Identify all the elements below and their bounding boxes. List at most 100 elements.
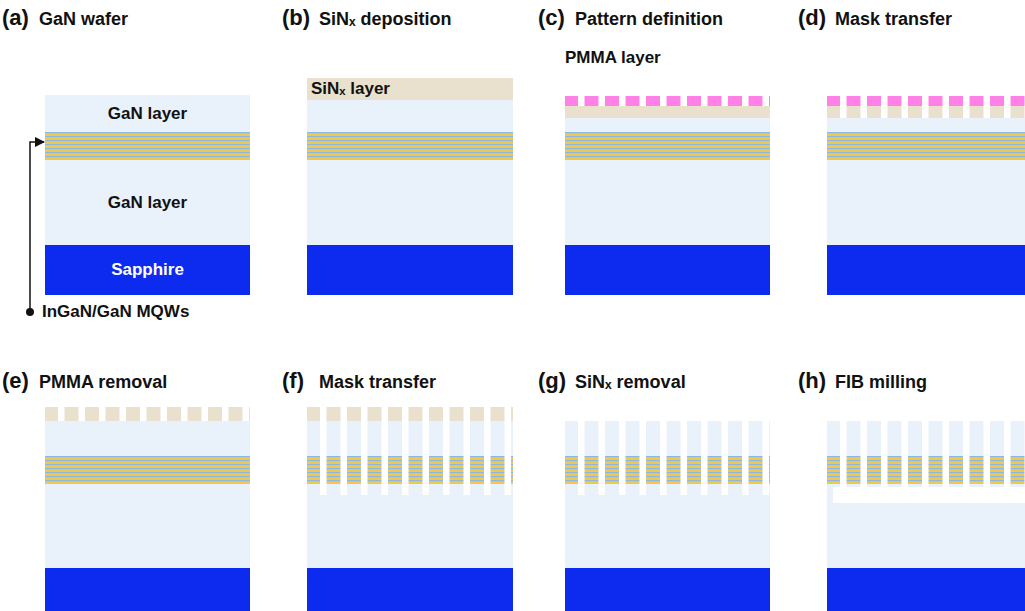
sapphire-substrate bbox=[827, 568, 1025, 611]
layer-label: GaN layer bbox=[108, 193, 187, 213]
sapphire-substrate: Sapphire bbox=[45, 245, 250, 295]
fib-undercut bbox=[833, 487, 1025, 503]
panel-title: Mask transfer bbox=[835, 9, 952, 30]
etched-gap bbox=[840, 421, 847, 495]
layer-label: Sapphire bbox=[111, 260, 184, 280]
etched-gap bbox=[161, 407, 168, 421]
mqw-stack bbox=[565, 456, 770, 484]
panel-letter: (g) bbox=[538, 368, 566, 393]
layer-callout: InGaN/GaN MQWs bbox=[42, 302, 189, 322]
gan-layer bbox=[45, 421, 250, 456]
mqw-stack bbox=[827, 132, 1025, 160]
etched-gap bbox=[505, 407, 512, 495]
gan-layer bbox=[45, 484, 250, 568]
panel-title: Mask transfer bbox=[319, 372, 436, 393]
pmma-gap bbox=[578, 96, 585, 106]
etched-gap bbox=[578, 421, 585, 495]
gan-layer bbox=[565, 484, 770, 568]
etched-gap bbox=[681, 421, 688, 495]
layer-callout: PMMA layer bbox=[565, 48, 661, 68]
gan-layer bbox=[827, 484, 1025, 568]
etched-gap bbox=[599, 421, 606, 495]
pmma-gap bbox=[763, 96, 770, 106]
sapphire-substrate bbox=[45, 568, 250, 611]
etched-gap bbox=[984, 421, 991, 495]
etched-gap bbox=[984, 96, 991, 118]
etched-gap bbox=[881, 421, 888, 495]
etched-gap bbox=[861, 421, 868, 495]
etched-gap bbox=[660, 421, 667, 495]
sapphire-substrate bbox=[307, 568, 513, 611]
etched-gap bbox=[881, 96, 888, 118]
etched-gap bbox=[640, 421, 647, 495]
etched-gap bbox=[922, 421, 929, 495]
etched-gap bbox=[701, 421, 708, 495]
etched-gap bbox=[722, 421, 729, 495]
leader-line bbox=[30, 142, 44, 312]
pmma-gap bbox=[619, 96, 626, 106]
pmma-gap bbox=[660, 96, 667, 106]
etched-gap bbox=[382, 407, 389, 495]
etched-gap bbox=[464, 407, 471, 495]
etched-gap bbox=[222, 407, 229, 421]
etched-gap bbox=[243, 407, 250, 421]
etched-gap bbox=[361, 407, 368, 495]
etched-gap bbox=[484, 407, 491, 495]
panel-letter: (a) bbox=[2, 5, 29, 30]
panel-letter: (e) bbox=[2, 368, 29, 393]
panel-title: SiNₓ deposition bbox=[319, 9, 452, 30]
panel-title: GaN wafer bbox=[39, 9, 128, 30]
mqw-stack bbox=[307, 132, 513, 160]
pmma-layer bbox=[565, 96, 770, 106]
layer-label: GaN layer bbox=[108, 104, 187, 124]
mqw-stack bbox=[565, 132, 770, 160]
etched-gap bbox=[140, 407, 147, 421]
etched-gap bbox=[963, 421, 970, 495]
gan-layer bbox=[307, 421, 513, 456]
panel-letter: (d) bbox=[798, 5, 826, 30]
sapphire-substrate bbox=[307, 245, 513, 295]
panel-title: FIB milling bbox=[835, 372, 927, 393]
etched-gap bbox=[181, 407, 188, 421]
etched-gap bbox=[943, 421, 950, 495]
etched-gap bbox=[443, 407, 450, 495]
etched-gap bbox=[963, 96, 970, 118]
etched-gap bbox=[99, 407, 106, 421]
sinx-layer: SiNₓ layer bbox=[307, 78, 513, 100]
panel-letter: (h) bbox=[798, 368, 826, 393]
gan-layer bbox=[565, 421, 770, 456]
gan-layer bbox=[827, 160, 1025, 245]
pmma-gap bbox=[681, 96, 688, 106]
layer-label: SiNₓ layer bbox=[311, 79, 390, 99]
pmma-gap bbox=[701, 96, 708, 106]
etched-gap bbox=[58, 407, 65, 421]
sinx-layer bbox=[565, 106, 770, 118]
etched-gap bbox=[120, 407, 127, 421]
mqw-stack bbox=[45, 132, 250, 160]
panel-title: SiNₓ removal bbox=[575, 372, 686, 393]
gan-layer bbox=[307, 100, 513, 132]
gan-layer bbox=[565, 118, 770, 132]
panel-letter: (b) bbox=[282, 5, 310, 30]
gan-layer bbox=[307, 160, 513, 245]
etched-gap bbox=[79, 407, 86, 421]
etched-gap bbox=[1004, 96, 1011, 118]
sinx-mask bbox=[307, 407, 513, 421]
etched-gap bbox=[320, 407, 327, 495]
mqw-stack bbox=[45, 456, 250, 484]
etched-gap bbox=[840, 96, 847, 118]
etched-gap bbox=[943, 96, 950, 118]
etched-gap bbox=[742, 421, 749, 495]
panel-title: PMMA removal bbox=[39, 372, 167, 393]
etched-gap bbox=[341, 407, 348, 495]
etched-gap bbox=[922, 96, 929, 118]
gan-layer bbox=[827, 118, 1025, 132]
sapphire-substrate bbox=[565, 568, 770, 611]
sinx-mask bbox=[45, 407, 250, 421]
gan-layer bbox=[307, 484, 513, 568]
mqw-stack bbox=[307, 456, 513, 484]
etched-gap bbox=[902, 96, 909, 118]
pmma-gap bbox=[599, 96, 606, 106]
leader-dot bbox=[26, 308, 34, 316]
gan-layer bbox=[565, 160, 770, 245]
